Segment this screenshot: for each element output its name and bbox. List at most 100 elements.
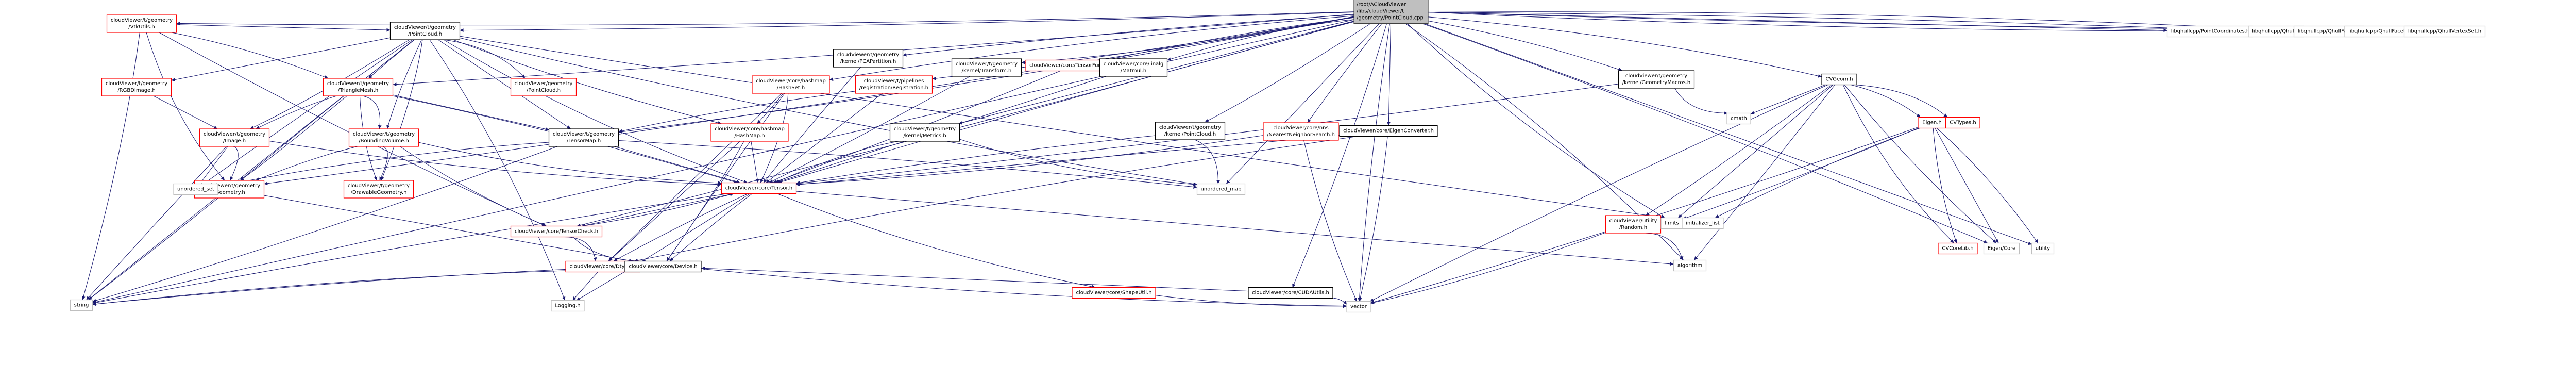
node-box [1618, 70, 1695, 89]
node-label-line: /kernel/PCAPartition.h [840, 59, 896, 64]
node-box [510, 78, 577, 96]
node-box [106, 14, 177, 33]
edge-line [1844, 85, 1997, 243]
node-box [343, 180, 414, 199]
edge-pointcloud-h-to-initializer-list [460, 36, 1683, 222]
node-tensorfunction[interactable]: cloudViewer/core/TensorFunction.h [1025, 59, 1123, 72]
node-box [1353, 0, 1429, 24]
edge-line [171, 37, 391, 81]
node-string: string [70, 299, 93, 311]
edge-line [577, 21, 1354, 227]
node-eigen-h[interactable]: Eigen.h [1918, 117, 1946, 129]
node-cvcorelib[interactable]: CVCoreLib.h [1938, 242, 1978, 255]
edge-line [1422, 23, 1988, 244]
node-pointcloud-h[interactable]: cloudViewer/t/geometry/PointCloud.h [389, 22, 461, 40]
node-label-line: /RGBDImage.h [117, 88, 155, 93]
edge-line [1682, 127, 1919, 220]
edge-line [368, 39, 415, 79]
node-trianglemesh[interactable]: cloudViewer/t/geometry/TriangleMesh.h [323, 78, 394, 96]
edge-eigen-h-to-eigen-core [1935, 128, 1999, 243]
edge-eigen-h-to-cvcorelib [1933, 128, 1957, 243]
node-cvgeom[interactable]: CVGeom.h [1821, 73, 1857, 86]
node-drawablegeometry[interactable]: cloudViewer/t/geometry/DrawableGeometry.… [343, 180, 414, 199]
edge-pointcloud-h-to-rgbdimage [171, 37, 391, 81]
edge-root-to-vtkutils [176, 11, 1354, 26]
node-label-line: /DrawableGeometry.h [351, 190, 407, 195]
node-dtype[interactable]: cloudViewer/core/Dtype.h [565, 260, 640, 273]
edge-tensor-to-dtype [613, 193, 749, 261]
node-random[interactable]: cloudViewer/utility/Random.h [1605, 215, 1662, 234]
edge-boundingvolume-to-tensor [418, 142, 722, 185]
edge-line [572, 272, 598, 301]
edge-hashset-to-dtype [608, 93, 782, 261]
edge-root-to-cvgeom [1428, 16, 1822, 78]
node-label-line: cloudViewer/t/geometry [111, 18, 173, 23]
node-box [1155, 122, 1226, 140]
edge-tensorcheck-to-dtype [563, 236, 597, 261]
node-box [2031, 242, 2055, 255]
edge-hashmap-to-tensor [751, 141, 759, 183]
node-box [1983, 242, 2020, 255]
edge-line [88, 39, 414, 300]
node-cvtypes[interactable]: CVTypes.h [1945, 117, 1980, 129]
node-eigenconverter[interactable]: cloudViewer/core/EigenConverter.h [1339, 125, 1438, 137]
node-boundingvolume[interactable]: cloudViewer/t/geometry/BoundingVolume.h [348, 128, 419, 147]
edge-line [796, 135, 1264, 186]
node-geometrymacros[interactable]: cloudViewer/t/geometry/kernel/GeometryMa… [1618, 70, 1695, 89]
node-root[interactable]: /root/ACloudViewer/libs/cloudViewer/t/ge… [1353, 0, 1429, 24]
node-vtkutils[interactable]: cloudViewer/t/geometry/VtkUtils.h [106, 14, 177, 33]
node-matmul[interactable]: cloudViewer/core/linalg/Matmul.h [1099, 58, 1168, 77]
edge-line [1715, 128, 1920, 218]
edge-line [1677, 85, 1834, 218]
node-shapeutil[interactable]: cloudViewer/core/ShapeUtil.h [1072, 287, 1156, 299]
node-algorithm: algorithm [1673, 259, 1707, 272]
node-kpointcloud[interactable]: cloudViewer/t/geometry/kernel/PointCloud… [1155, 122, 1226, 140]
edge-line [1428, 20, 1622, 72]
node-limits: limits [1660, 217, 1683, 229]
node-box [1682, 217, 1724, 229]
edge-line [418, 142, 722, 185]
node-label-line: /geometry/PointCloud.cpp [1357, 15, 1423, 21]
edge-line [1854, 85, 1948, 118]
edge-line [751, 141, 759, 183]
edge-kpointcloud-to-tensor [796, 135, 1156, 185]
edge-line [460, 36, 1683, 222]
edge-metrics-to-unordered-map [959, 139, 1197, 187]
node-transform[interactable]: cloudViewer/t/geometry/kernel/Transform.… [951, 58, 1022, 77]
node-layer: /root/ACloudViewer/libs/cloudViewer/t/ge… [70, 0, 2486, 313]
edge-root-to-unordered-map [1226, 23, 1380, 184]
edge-line [217, 142, 549, 188]
node-rgbdimage[interactable]: cloudViewer/t/geometry/RGBDImage.h [101, 78, 172, 96]
node-tensormap[interactable]: cloudViewer/t/geometry/TensorMap.h [548, 128, 619, 147]
node-label-line: /Random.h [1619, 225, 1647, 230]
node-hashset[interactable]: cloudViewer/core/hashmap/HashSet.h [752, 75, 830, 94]
edge-line [453, 39, 722, 125]
node-label-line: cloudViewer/t/geometry [1625, 73, 1687, 79]
edge-line [443, 39, 526, 79]
node-metrics[interactable]: cloudViewer/t/geometry/kernel/Metrics.h [889, 123, 960, 142]
node-tensorcheck[interactable]: cloudViewer/core/TensorCheck.h [510, 225, 603, 238]
node-nns[interactable]: cloudViewer/core/nns/NearestNeighborSear… [1263, 122, 1339, 141]
edge-line [582, 193, 734, 227]
node-hashmap[interactable]: cloudViewer/core/hashmap/HashMap.h [710, 123, 789, 142]
edge-line [1167, 19, 1354, 61]
node-label-line: unordered_set [177, 187, 214, 192]
node-legacy-pointcloud[interactable]: cloudViewer/geometry/PointCloud.h [510, 78, 577, 96]
node-box [2403, 25, 2486, 38]
edge-line [1369, 85, 1828, 302]
node-registration[interactable]: cloudViewer/t/pipelines/registration/Reg… [855, 75, 933, 94]
node-device[interactable]: cloudViewer/core/Device.h [624, 260, 702, 273]
edge-boundingvolume-to-geometry [255, 146, 358, 181]
node-image[interactable]: cloudViewer/t/geometry/Image.h [199, 128, 270, 147]
edge-line [1358, 136, 1388, 302]
node-initializer-list: initializer_list [1682, 217, 1724, 229]
node-cudautils[interactable]: cloudViewer/core/CUDAUtils.h [1248, 287, 1333, 299]
edge-root-to-geometry [264, 16, 1354, 186]
node-label-line: /TriangleMesh.h [338, 88, 379, 93]
edge-line [1155, 295, 1347, 308]
edge-cvgeom-to-vector [1369, 85, 1828, 302]
node-tensor[interactable]: cloudViewer/core/Tensor.h [721, 182, 797, 194]
node-pcapartition[interactable]: cloudViewer/t/geometry/kernel/PCAPartiti… [833, 49, 904, 68]
edge-line [88, 197, 218, 300]
